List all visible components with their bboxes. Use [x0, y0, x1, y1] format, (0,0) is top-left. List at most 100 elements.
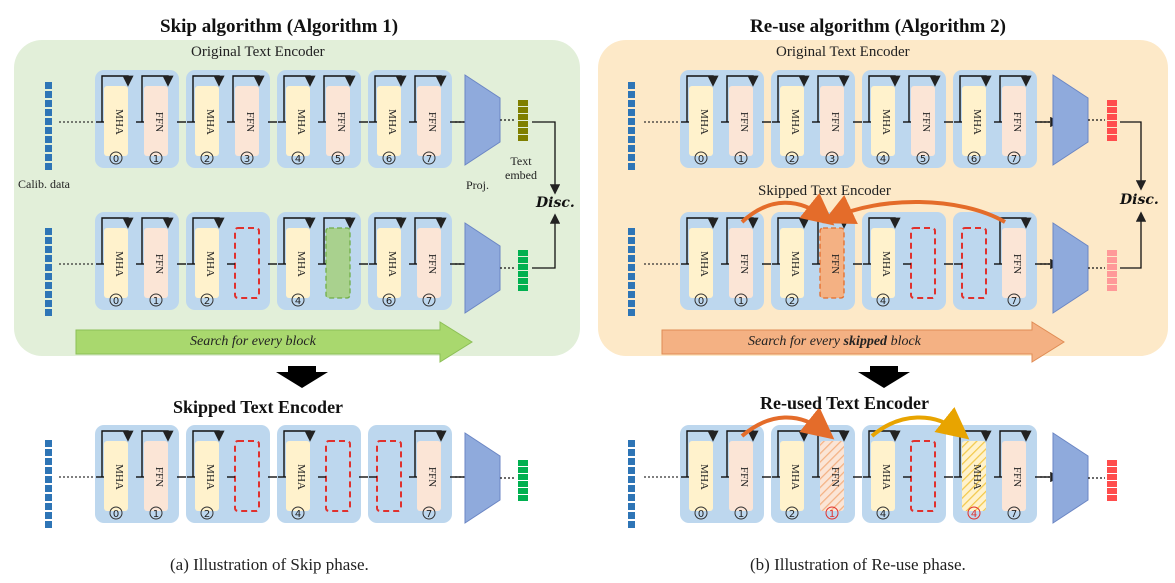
right-disc-arrow-top [1120, 121, 1147, 191]
ffn-block [820, 441, 844, 511]
layer-index-label: 4 [880, 509, 886, 520]
data-token [45, 494, 52, 501]
data-token [45, 127, 52, 134]
layer-index-circle [734, 293, 748, 307]
layer-index-circle [694, 506, 708, 520]
data-token [45, 273, 52, 280]
residual-path [374, 217, 407, 264]
ffn-block [1002, 86, 1026, 156]
ffn-block [417, 441, 441, 511]
data-token [45, 154, 52, 161]
data-token [45, 485, 52, 492]
block-label: FFN [153, 467, 165, 487]
layer-index-label: 7 [426, 509, 432, 520]
ffn-block [1002, 228, 1026, 298]
residual-path [101, 430, 134, 477]
layer-index-circle [825, 151, 839, 165]
embed-token [1107, 257, 1117, 263]
layer-index-label: 3 [829, 154, 835, 165]
embed-token [518, 135, 528, 141]
layer-index-circle [200, 506, 214, 520]
residual-path [323, 75, 356, 122]
residual-path [726, 75, 759, 122]
mha-block [962, 86, 986, 156]
data-token [628, 273, 635, 280]
data-token [628, 246, 635, 253]
data-token [628, 100, 635, 107]
residual-path [726, 430, 759, 477]
layer-index-circle [200, 293, 214, 307]
data-token [45, 255, 52, 262]
data-token [628, 91, 635, 98]
mha-block [780, 441, 804, 511]
proj-label: Proj. [466, 178, 490, 192]
residual-path [908, 75, 941, 122]
right-disc-arrow-bottom [1120, 211, 1147, 269]
layer-index-label: 6 [386, 154, 392, 165]
block-label: MHA [295, 109, 307, 135]
data-token [628, 440, 635, 447]
layer-index-circle [382, 293, 396, 307]
disc-arrow-bottom [532, 213, 561, 269]
mha-block [286, 228, 310, 298]
residual-path [192, 75, 225, 122]
layer-index-label: 7 [1011, 154, 1017, 165]
mha-block [377, 86, 401, 156]
data-token [45, 300, 52, 307]
skipped-block [961, 227, 987, 299]
embed-token [518, 495, 528, 501]
block-label: FFN [738, 254, 750, 274]
block-label: MHA [204, 109, 216, 135]
block-label: MHA [698, 251, 710, 277]
layer-index-circle [109, 151, 123, 165]
embed-token [518, 250, 528, 256]
ffn-block [235, 86, 259, 156]
ffn-block [729, 228, 753, 298]
right-result-projection [1052, 432, 1089, 524]
skipped-block [910, 440, 936, 512]
block-label: FFN [153, 254, 165, 274]
layer-index-label: 6 [386, 296, 392, 307]
layer-index-label: 0 [698, 154, 704, 165]
residual-path [868, 430, 901, 477]
layer-index-circle [109, 293, 123, 307]
mha-block [195, 86, 219, 156]
residual-path [101, 217, 134, 264]
embed-token [518, 100, 528, 106]
layer-index-label: 7 [426, 296, 432, 307]
ffn-block [1002, 441, 1026, 511]
residual-path [141, 75, 174, 122]
block-label: FFN [244, 112, 256, 132]
layer-index-circle [331, 151, 345, 165]
right-result-embed [1107, 460, 1117, 501]
data-token [628, 118, 635, 125]
layer-index-circle [734, 506, 748, 520]
embed-token [1107, 285, 1117, 291]
layer-index-label: 2 [204, 154, 210, 165]
data-token [628, 521, 635, 528]
embed-token [518, 114, 528, 120]
block-label: FFN [829, 112, 841, 132]
layer-index-circle [149, 293, 163, 307]
block-label: MHA [789, 251, 801, 277]
residual-path [192, 430, 225, 477]
reuse-search-label: Search for every skipped block [748, 334, 921, 349]
mha-block [871, 86, 895, 156]
reuse-arrow-from-7 [822, 195, 1006, 225]
reuse-algorithm-title: Re-use algorithm (Algorithm 2) [750, 16, 1006, 37]
data-token [45, 449, 52, 456]
block-label: MHA [971, 109, 983, 135]
embed-token [518, 107, 528, 113]
block-label: MHA [698, 109, 710, 135]
mha-block [871, 228, 895, 298]
text-embed-label: Text embed [505, 154, 537, 182]
skipped-block [910, 227, 936, 299]
data-token [628, 145, 635, 152]
embed-token [518, 128, 528, 134]
embed-token [1107, 264, 1117, 270]
data-token [45, 282, 52, 289]
embed-token [1107, 481, 1117, 487]
